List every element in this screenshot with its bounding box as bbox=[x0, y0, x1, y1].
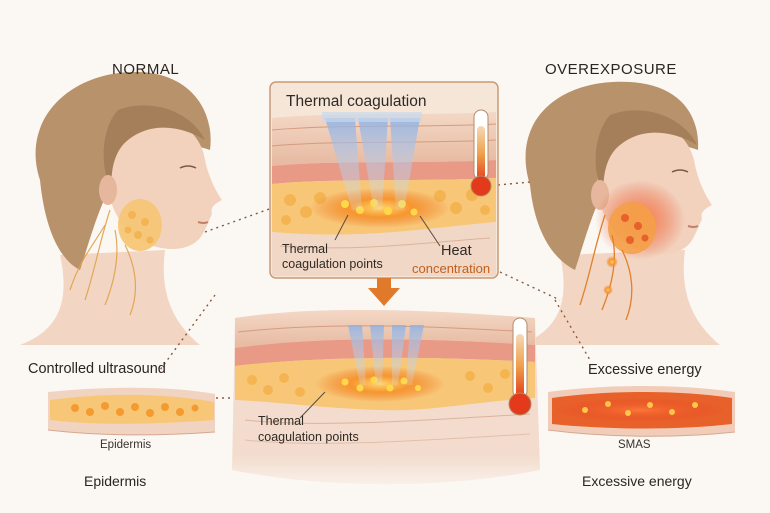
down-arrow-icon bbox=[368, 278, 400, 306]
concentration-label: concentration bbox=[412, 261, 491, 276]
epidermis-small-label: Epidermis bbox=[100, 439, 152, 451]
controlled-ultrasound-label: Controlled ultrasound bbox=[28, 361, 166, 377]
normal-heading: NORMAL bbox=[112, 61, 180, 78]
thermal-points-label-bottom: Thermal coagulation points bbox=[258, 414, 359, 444]
overexposure-head bbox=[520, 81, 720, 345]
thermometer-icon bbox=[470, 109, 492, 197]
smas-label: SMAS bbox=[618, 439, 651, 451]
thermometer-icon bbox=[508, 317, 532, 416]
overexposure-heading: OVEREXPOSURE bbox=[545, 61, 677, 78]
connector-lines bbox=[159, 181, 591, 399]
center-tissue bbox=[230, 310, 542, 495]
epidermis-large-label: Epidermis bbox=[84, 473, 147, 489]
excessive-energy-bottom-label: Excessive energy bbox=[582, 473, 692, 489]
inset-title: Thermal coagulation bbox=[286, 93, 427, 110]
thermal-points-label-top: Thermal coagulation points bbox=[282, 242, 383, 271]
excessive-energy-label: Excessive energy bbox=[588, 362, 702, 378]
thermal-coagulation-inset bbox=[269, 81, 499, 279]
normal-head bbox=[20, 71, 222, 345]
heat-label: Heat bbox=[441, 243, 472, 259]
excessive-tissue bbox=[547, 386, 736, 437]
controlled-tissue bbox=[47, 387, 216, 436]
